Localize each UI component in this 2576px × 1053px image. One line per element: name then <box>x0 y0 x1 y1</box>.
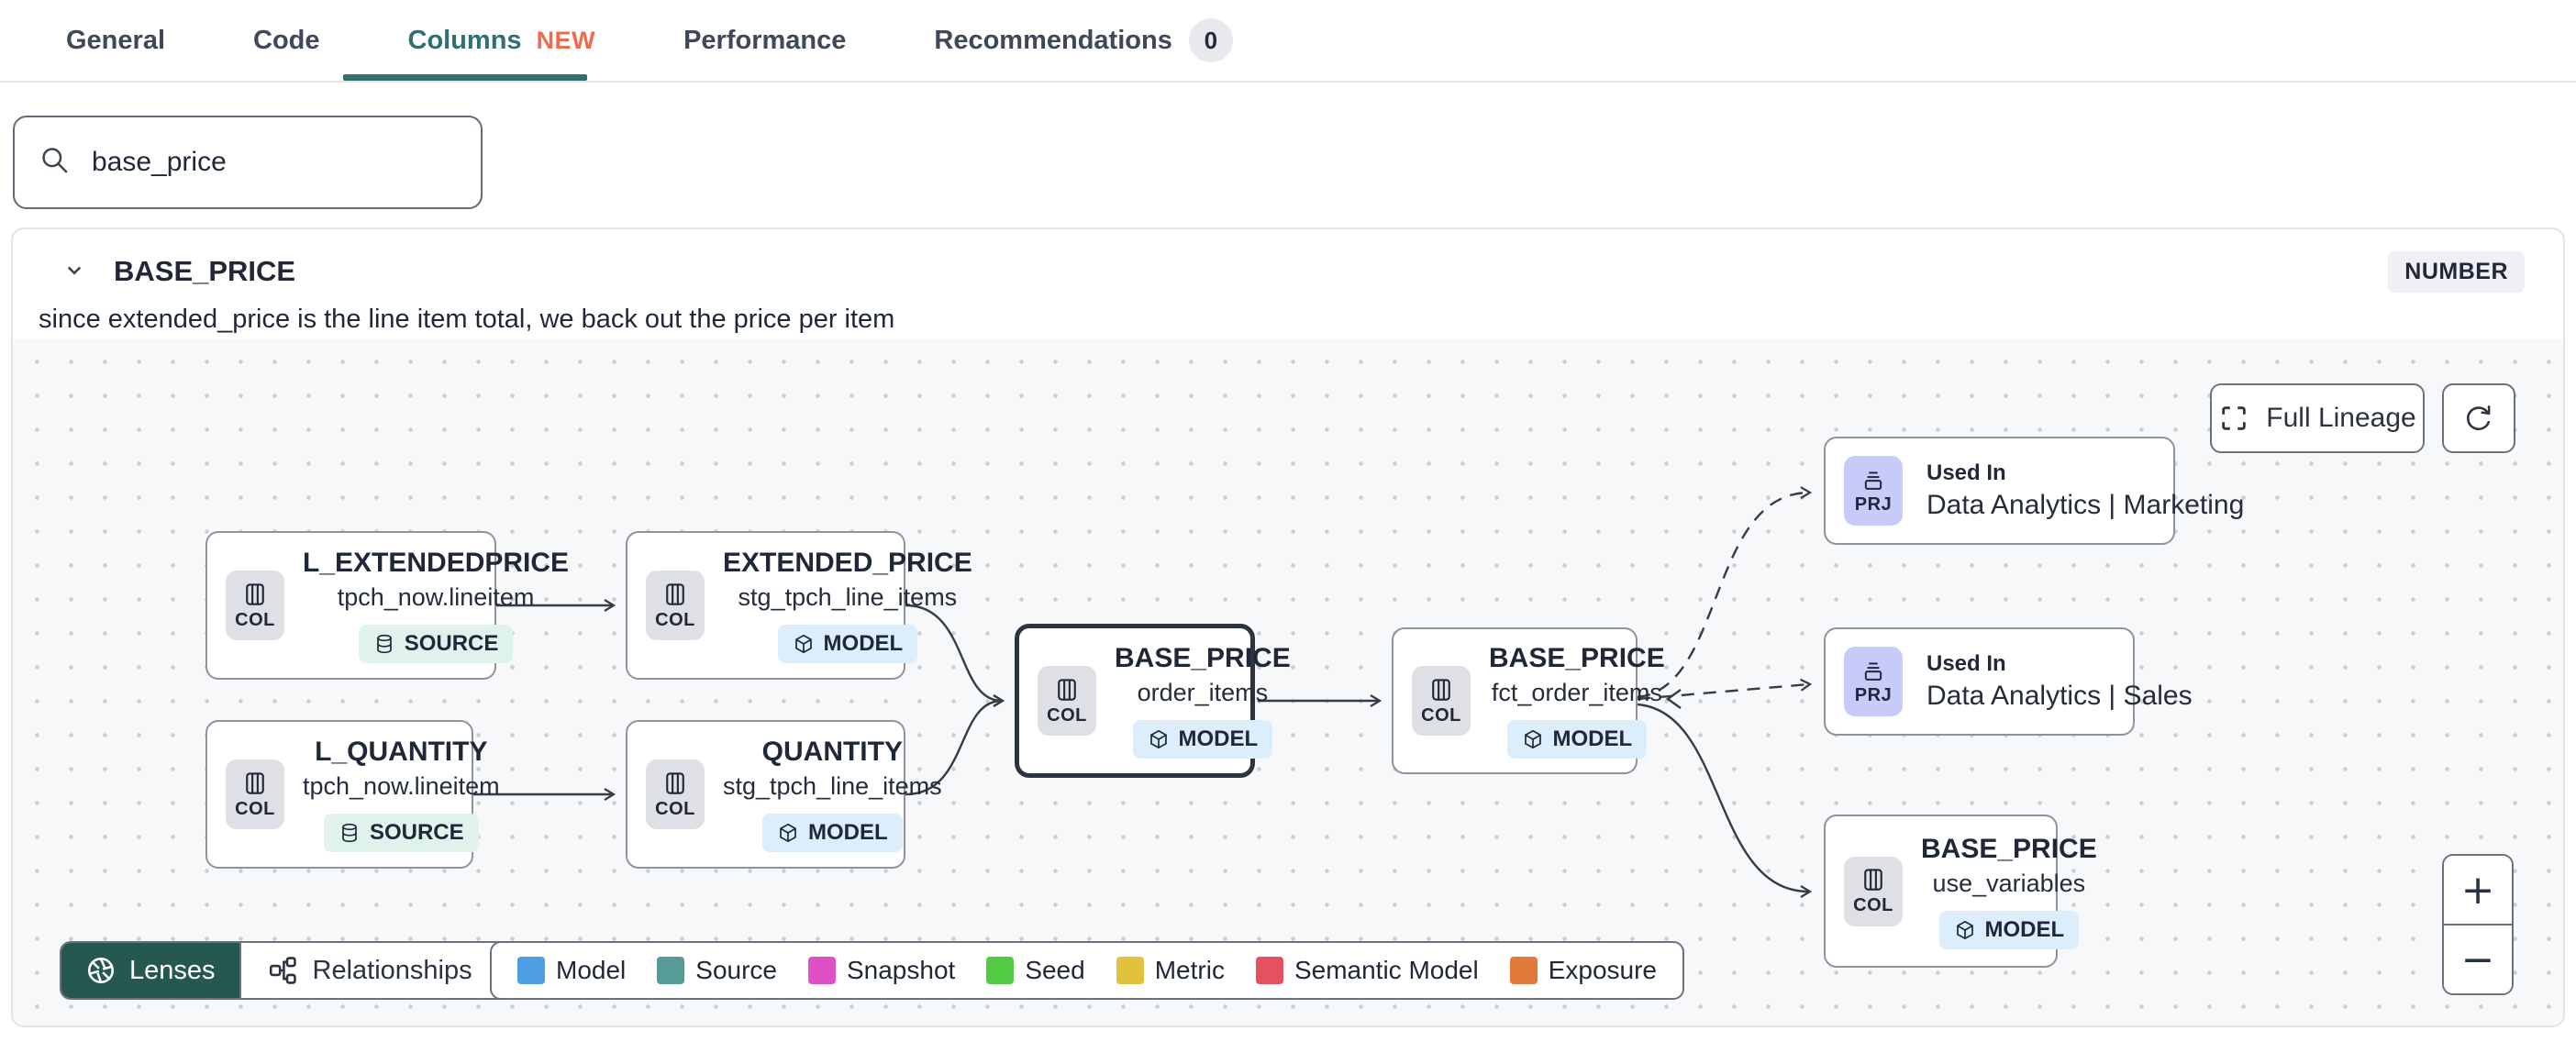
node-type-legend: Model Source Snapshot Seed Metric Semant… <box>490 941 1685 1000</box>
legend-item-semantic-model: Semantic Model <box>1255 956 1479 985</box>
model-badge: MODEL <box>1506 720 1648 759</box>
column-icon: COL <box>226 571 284 640</box>
active-tab-indicator <box>343 74 587 81</box>
zoom-in-button[interactable]: + <box>2444 856 2512 926</box>
legend-item-metric: Metric <box>1116 956 1225 985</box>
tab-performance[interactable]: Performance <box>683 25 847 55</box>
tab-general[interactable]: General <box>66 25 165 55</box>
column-icon: COL <box>646 759 705 829</box>
legend-swatch <box>517 957 545 984</box>
legend-item-source: Source <box>657 956 777 985</box>
tab-recommendations[interactable]: Recommendations 0 <box>934 18 1233 62</box>
lineage-node-l-quantity[interactable]: COL L_QUANTITY tpch_now.lineitem SOURCE <box>205 720 500 869</box>
lineage-node-quantity[interactable]: COL QUANTITY stg_tpch_line_items MODEL <box>626 720 942 869</box>
zoom-control: + − <box>2442 854 2514 995</box>
node-title: BASE_PRICE <box>1489 643 1665 673</box>
node-subtitle: use_variables <box>1932 869 2086 897</box>
node-subtitle: fct_order_items <box>1491 679 1662 706</box>
node-subtitle: order_items <box>1137 679 1269 706</box>
model-badge: MODEL <box>777 625 918 663</box>
relationships-icon <box>269 957 296 984</box>
recommendations-count-badge: 0 <box>1188 18 1233 62</box>
node-title: Data Analytics | Sales <box>1926 681 2193 711</box>
used-in-label: Used In <box>1926 651 2006 676</box>
model-badge: MODEL <box>1132 720 1273 759</box>
project-icon: PRJ <box>1844 647 1903 716</box>
node-subtitle: stg_tpch_line_items <box>738 583 958 611</box>
project-icon: PRJ <box>1844 456 1903 526</box>
legend-swatch <box>1255 957 1283 984</box>
tab-code[interactable]: Code <box>253 25 320 55</box>
chevron-down-icon[interactable] <box>61 256 88 288</box>
lineage-node-l-extendedprice[interactable]: COL L_EXTENDEDPRICE tpch_now.lineitem SO… <box>205 531 569 680</box>
node-title: QUANTITY <box>761 737 903 767</box>
node-subtitle: stg_tpch_line_items <box>723 772 942 800</box>
lineage-node-used-in-marketing[interactable]: PRJ Used In Data Analytics | Marketing <box>1824 437 2244 545</box>
lenses-button[interactable]: Lenses <box>61 943 239 998</box>
lenses-toolbar: Lenses Relationships <box>60 941 540 1000</box>
model-badge: MODEL <box>761 814 903 852</box>
tab-columns[interactable]: Columns NEW <box>407 25 596 55</box>
lineage-node-base-price-use-variables[interactable]: COL BASE_PRICE use_variables MODEL <box>1824 815 2097 968</box>
node-title: BASE_PRICE <box>1921 833 2097 864</box>
legend-swatch <box>986 957 1015 984</box>
legend-item-model: Model <box>517 956 626 985</box>
cube-icon <box>780 823 796 843</box>
lineage-node-base-price-order-items[interactable]: COL BASE_PRICE order_items MODEL <box>1015 624 1291 778</box>
source-badge: SOURCE <box>323 814 479 852</box>
full-lineage-button[interactable]: Full Lineage <box>2210 383 2425 453</box>
cube-icon <box>1524 729 1541 749</box>
column-icon: COL <box>1038 666 1096 736</box>
database-icon <box>376 634 392 654</box>
model-badge: MODEL <box>1938 910 2080 949</box>
source-badge: SOURCE <box>358 625 514 663</box>
legend-item-exposure: Exposure <box>1509 956 1657 985</box>
column-header-row: BASE_PRICE NUMBER <box>13 229 2563 297</box>
column-icon: COL <box>226 759 284 829</box>
node-title: EXTENDED_PRICE <box>723 548 972 578</box>
tab-bar: General Code Columns NEW Performance Rec… <box>0 0 2576 83</box>
search-icon <box>39 144 72 182</box>
zoom-out-button[interactable]: − <box>2444 926 2512 993</box>
cube-icon <box>794 634 812 654</box>
cube-icon <box>1956 920 1973 939</box>
column-type-badge: NUMBER <box>2388 250 2525 293</box>
legend-item-seed: Seed <box>986 956 1085 985</box>
column-name: BASE_PRICE <box>114 255 296 287</box>
node-title: L_QUANTITY <box>315 737 488 767</box>
lenses-aperture-icon <box>87 957 115 984</box>
lineage-node-base-price-fct-order-items[interactable]: COL BASE_PRICE fct_order_items MODEL <box>1392 627 1665 774</box>
cube-icon <box>1149 729 1167 749</box>
lineage-canvas[interactable]: COL L_EXTENDEDPRICE tpch_now.lineitem SO… <box>13 339 2563 1025</box>
column-description: since extended_price is the line item to… <box>39 305 895 334</box>
column-icon: COL <box>1844 856 1903 926</box>
legend-swatch <box>657 957 685 984</box>
used-in-label: Used In <box>1926 460 2006 485</box>
legend-item-snapshot: Snapshot <box>807 956 955 985</box>
lineage-edges <box>473 486 1813 898</box>
legend-swatch <box>1509 957 1538 984</box>
node-subtitle: tpch_now.lineitem <box>303 772 500 800</box>
lineage-node-used-in-sales[interactable]: PRJ Used In Data Analytics | Sales <box>1824 627 2193 736</box>
column-search[interactable] <box>13 116 483 209</box>
refresh-button[interactable] <box>2442 383 2515 453</box>
column-detail-panel: BASE_PRICE NUMBER since extended_price i… <box>11 227 2565 1027</box>
column-icon: COL <box>646 571 705 640</box>
database-icon <box>342 823 357 843</box>
node-subtitle: tpch_now.lineitem <box>337 583 535 611</box>
search-input[interactable] <box>92 147 457 178</box>
relationships-dropdown[interactable]: Relationships <box>239 943 539 998</box>
lineage-node-extended-price[interactable]: COL EXTENDED_PRICE stg_tpch_line_items M… <box>626 531 972 680</box>
refresh-icon <box>2466 405 2491 430</box>
node-title: L_EXTENDEDPRICE <box>303 548 570 578</box>
legend-swatch <box>1116 957 1144 984</box>
node-title: Data Analytics | Marketing <box>1926 490 2245 520</box>
legend-swatch <box>807 957 836 984</box>
column-icon: COL <box>1412 666 1471 736</box>
node-title: BASE_PRICE <box>1115 643 1291 673</box>
new-badge: NEW <box>536 26 596 54</box>
expand-icon <box>2222 406 2247 430</box>
